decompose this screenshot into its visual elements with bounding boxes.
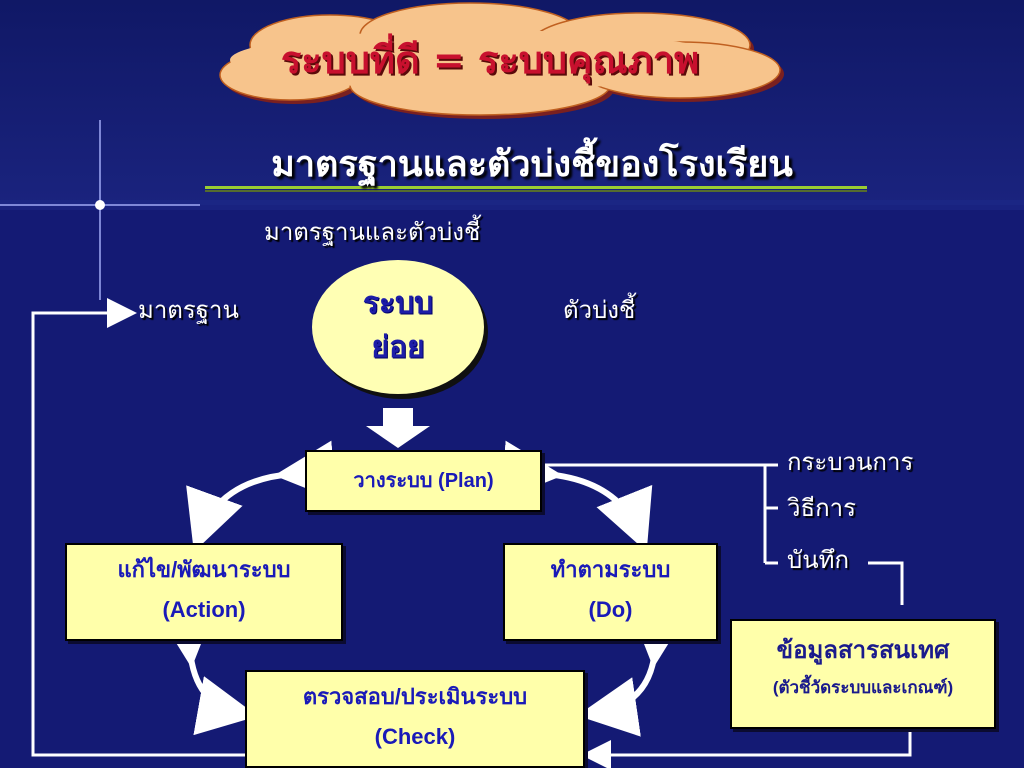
- action-line2: (Action): [162, 597, 246, 622]
- cycle-arrow-action-check: [156, 605, 258, 736]
- title-underline: [205, 186, 867, 189]
- page-title: มาตรฐานและตัวบ่งชี้ของโรงเรียน: [271, 144, 793, 185]
- check-line1: ตรวจสอบ/ประเมินระบบ: [302, 684, 528, 709]
- check-line2: (Check): [374, 724, 456, 749]
- plan-item-record: บันทึก: [787, 546, 849, 574]
- do-line2: (Do): [588, 597, 633, 622]
- circle-line2: ย่อย: [371, 330, 425, 365]
- down-arrow-icon: [366, 408, 430, 448]
- action-box: แก้ไข/พัฒนาระบบ (Action): [65, 543, 343, 641]
- info-box: ข้อมูลสารสนเทศ (ตัวชี้วัดระบบและเกณฑ์): [730, 619, 996, 729]
- circle-line1: ระบบ: [362, 286, 434, 321]
- plan-box: วางระบบ (Plan): [305, 450, 542, 512]
- info-line2: (ตัวชี้วัดระบบและเกณฑ์): [772, 678, 954, 697]
- info-to-check-line: [581, 732, 912, 768]
- cloud-heading: ระบบที่ดี = ระบบคุณภาพ: [280, 38, 700, 82]
- standard-label: มาตรฐาน: [138, 296, 239, 324]
- plan-item-method: วิธีการ: [787, 494, 857, 522]
- subtitle: มาตรฐานและตัวบ่งชี้: [264, 218, 481, 246]
- cycle-arrow-plan-action: [186, 440, 337, 552]
- info-line1: ข้อมูลสารสนเทศ: [776, 637, 950, 664]
- plan-item-process: กระบวนการ: [787, 448, 914, 476]
- check-box: ตรวจสอบ/ประเมินระบบ (Check): [245, 670, 585, 768]
- plan-label: วางระบบ (Plan): [353, 470, 494, 492]
- cycle-arrow-plan-do: [500, 440, 653, 552]
- cycle-arrow-do-check: [577, 605, 689, 737]
- do-line1: ทำตามระบบ: [550, 557, 671, 582]
- indicator-label: ตัวบ่งชี้: [563, 296, 636, 324]
- plan-bracket-line: [540, 463, 904, 605]
- cloud-shape: [219, 2, 784, 119]
- action-line1: แก้ไข/พัฒนาระบบ: [117, 557, 291, 582]
- subsystem-circle-text: ระบบ ย่อย: [312, 282, 484, 370]
- do-box: ทำตามระบบ (Do): [503, 543, 718, 641]
- subsystem-circle: [312, 260, 484, 394]
- sparkle-icon: [0, 120, 200, 300]
- feedback-loop-line: [31, 298, 245, 757]
